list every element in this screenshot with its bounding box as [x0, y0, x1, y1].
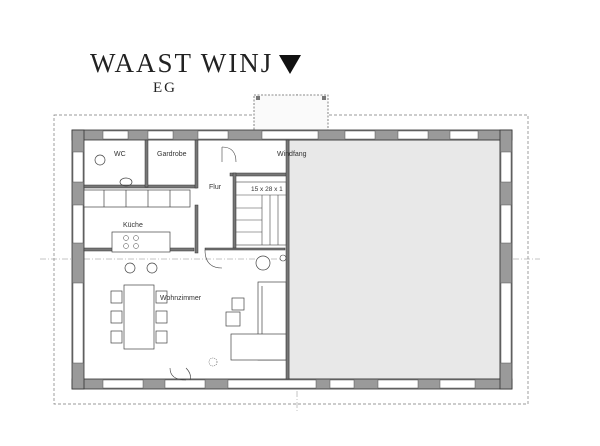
- wc-basin: [94, 154, 106, 166]
- plant-icon: [208, 357, 218, 367]
- side-table: [225, 311, 241, 327]
- entrance-canopy: [253, 94, 329, 132]
- annex-area: [288, 139, 501, 380]
- floor-lamp: [255, 255, 271, 271]
- room-label-kueche: Küche: [123, 222, 143, 229]
- door-arc: [185, 367, 191, 381]
- door-arc: [204, 249, 223, 269]
- canopy-post: [322, 96, 326, 100]
- room-label-wc: WC: [114, 151, 126, 158]
- sofa: [230, 281, 287, 361]
- north-arrow-icon: [279, 55, 301, 74]
- bar-stool: [146, 262, 158, 274]
- room-label-windfang: Windfang: [277, 151, 307, 158]
- wc-toilet: [119, 177, 133, 187]
- staircase: [235, 181, 287, 246]
- door-arc: [169, 367, 187, 381]
- room-label-gardrobe: Gardrobe: [157, 151, 187, 158]
- kitchen-island: [111, 231, 171, 253]
- door-arc: [221, 146, 237, 163]
- stove-icon: [279, 254, 287, 262]
- plan-title: WAAST WINJ: [90, 48, 274, 78]
- room-label-flur: Flur: [209, 184, 222, 191]
- kitchen-counter: [83, 189, 191, 208]
- stair-dimension: 15 x 28 x 1: [251, 186, 283, 193]
- bar-stool: [124, 262, 136, 274]
- floor-label: EG: [153, 80, 177, 96]
- room-label-wohnzimmer: Wohnzimmer: [160, 295, 202, 302]
- dining-set: [110, 284, 168, 350]
- canopy-post: [256, 96, 260, 100]
- windows: [72, 130, 512, 389]
- armchair: [231, 297, 245, 311]
- cooktop: [123, 235, 139, 249]
